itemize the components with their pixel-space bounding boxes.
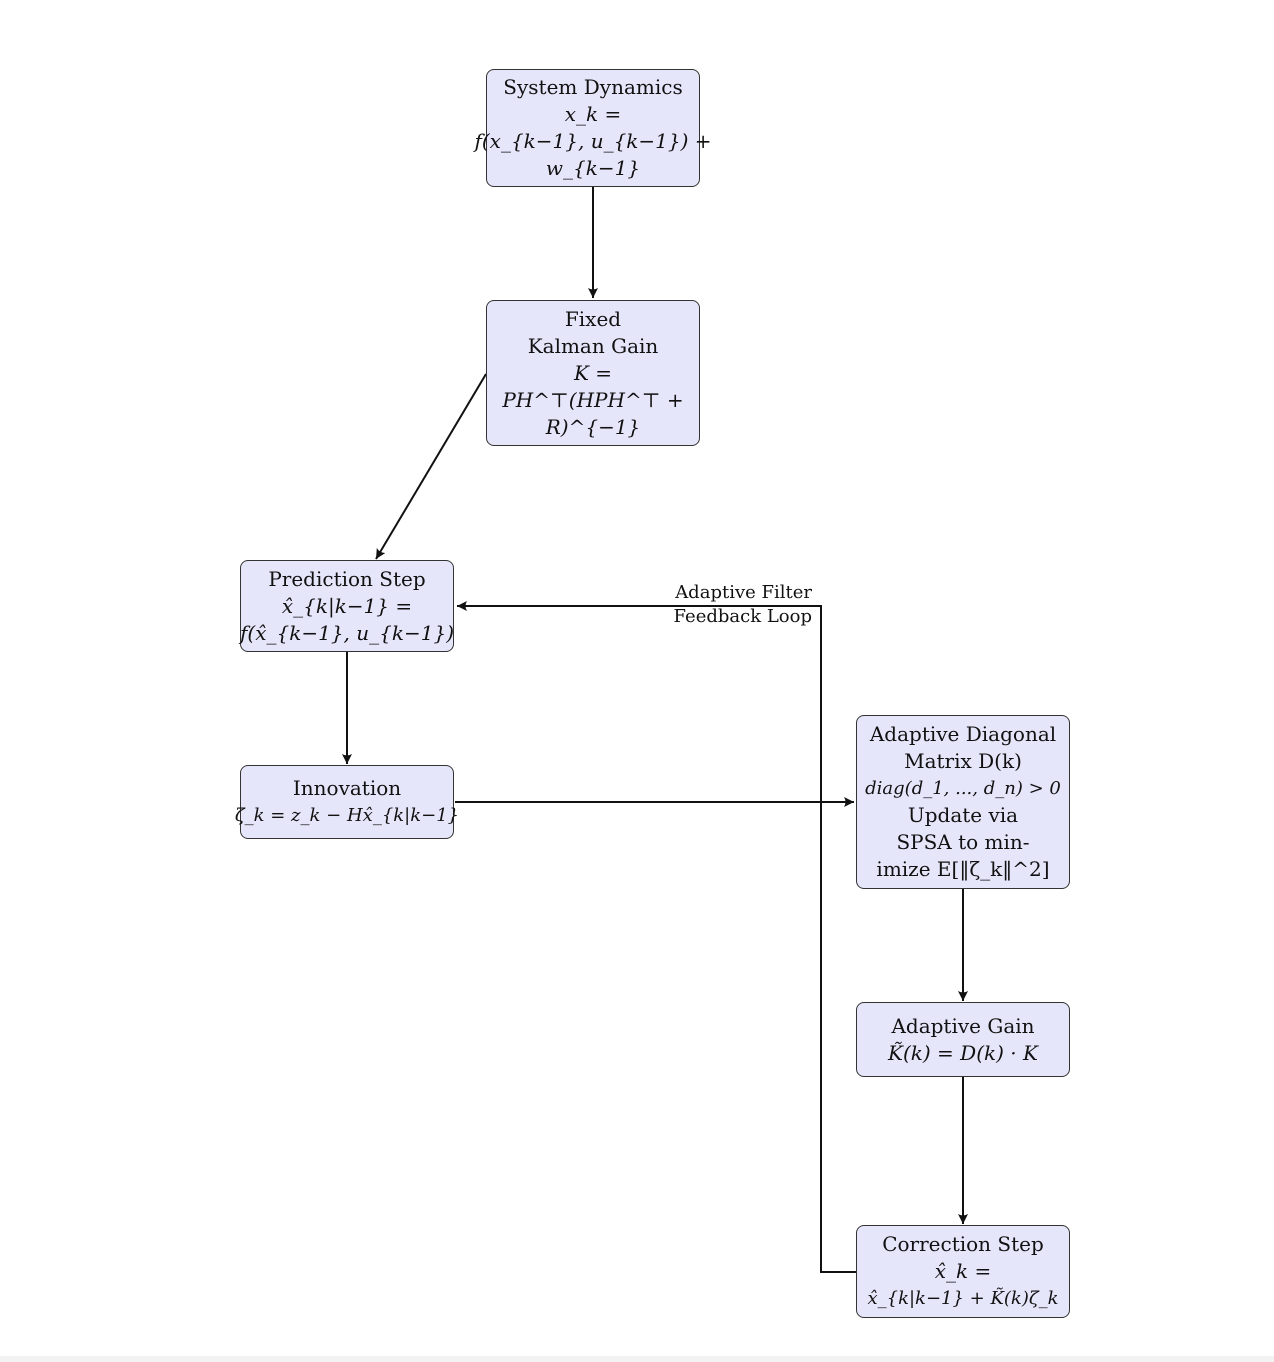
node-text-line: SPSA to min-	[896, 830, 1030, 854]
node-equation-line: diag(d_1, ..., d_n) > 0	[865, 778, 1061, 799]
node-adaptive-diagonal-matrix: Adaptive Diagonal Matrix D(k) diag(d_1, …	[856, 715, 1070, 889]
node-equation-line: x̂_{k|k−1} + K̃(k)ζ_k	[867, 1288, 1059, 1309]
node-equation-line: R)^{−1}	[545, 414, 641, 439]
node-equation-line: x_k =	[564, 102, 622, 126]
node-title: System Dynamics	[503, 75, 683, 99]
node-system-dynamics: System Dynamics x_k = f(x_{k−1}, u_{k−1}…	[474, 69, 712, 187]
edge-feedback-loop	[457, 601, 856, 1273]
node-equation-line: x̂_k =	[934, 1259, 992, 1283]
edge-fixed-gain-to-prediction	[375, 373, 487, 560]
node-title: Correction Step	[882, 1232, 1044, 1256]
node-title: Prediction Step	[268, 566, 426, 591]
node-equation-line: ζ_k = z_k − Hx̂_{k|k−1}	[234, 805, 460, 826]
node-equation-line: PH^⊤(HPH^⊤ +	[502, 387, 684, 412]
node-title: Innovation	[292, 776, 402, 800]
node-title: Kalman Gain	[527, 333, 659, 358]
node-correction-step: Correction Step x̂_k = x̂_{k|k−1} + K̃(k…	[856, 1225, 1070, 1318]
node-text-line: Update via	[907, 803, 1019, 827]
node-title: Adaptive Diagonal	[869, 722, 1057, 746]
node-equation-line: K =	[573, 360, 613, 385]
feedback-label-line: Adaptive Filter	[675, 582, 812, 603]
node-text-line: imize E[‖ζ_k‖^2]	[876, 857, 1050, 881]
page-bottom-edge	[0, 1356, 1274, 1362]
node-equation-line: w_{k−1}	[545, 156, 641, 180]
node-equation-line: f(x_{k−1}, u_{k−1}) +	[474, 129, 712, 153]
node-fixed-kalman-gain: Fixed Kalman Gain K = PH^⊤(HPH^⊤ + R)^{−…	[486, 300, 700, 446]
node-equation-line: K̃(k) = D(k) · K	[888, 1040, 1038, 1065]
node-equation-line: f(x̂_{k−1}, u_{k−1})	[240, 620, 454, 645]
node-prediction-step: Prediction Step x̂_{k|k−1} = f(x̂_{k−1},…	[240, 560, 454, 652]
node-text-line: Matrix D(k)	[904, 749, 1022, 773]
node-adaptive-gain: Adaptive Gain K̃(k) = D(k) · K	[856, 1002, 1070, 1077]
node-title: Adaptive Gain	[891, 1013, 1035, 1038]
node-innovation: Innovation ζ_k = z_k − Hx̂_{k|k−1}	[235, 765, 459, 839]
node-equation-line: x̂_{k|k−1} =	[281, 593, 413, 618]
feedback-label-line: Feedback Loop	[673, 606, 812, 627]
node-title: Fixed	[564, 306, 622, 331]
feedback-loop-label: Adaptive Filter Feedback Loop	[640, 581, 812, 629]
